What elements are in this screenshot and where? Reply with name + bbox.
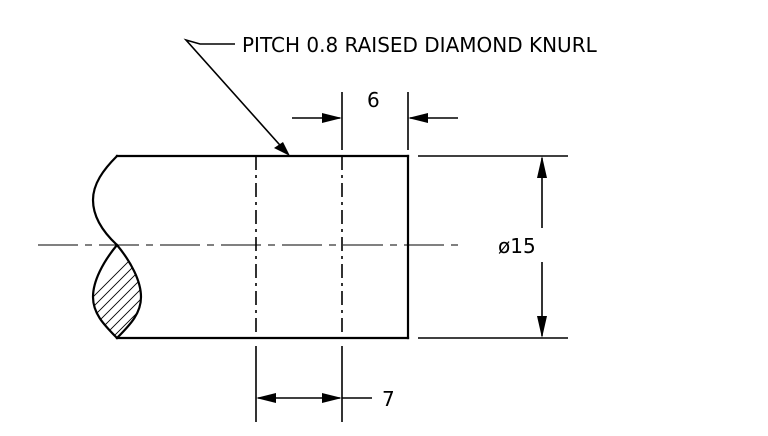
break-line-inner [115,243,143,340]
knurl-note-leader [183,38,290,156]
dimension-diameter [418,155,568,339]
dimension-knurl-start-text: 7 [382,387,395,411]
dimension-diameter-text: ø15 [498,234,536,258]
knurl-note: PITCH 0.8 RAISED DIAMOND KNURL [242,33,598,57]
break-line [91,154,119,340]
shaft-outline [91,154,410,340]
dimension-knurl-length-text: 6 [367,88,380,112]
dimension-knurl-start [255,346,372,422]
dimension-knurl-length [292,92,458,150]
